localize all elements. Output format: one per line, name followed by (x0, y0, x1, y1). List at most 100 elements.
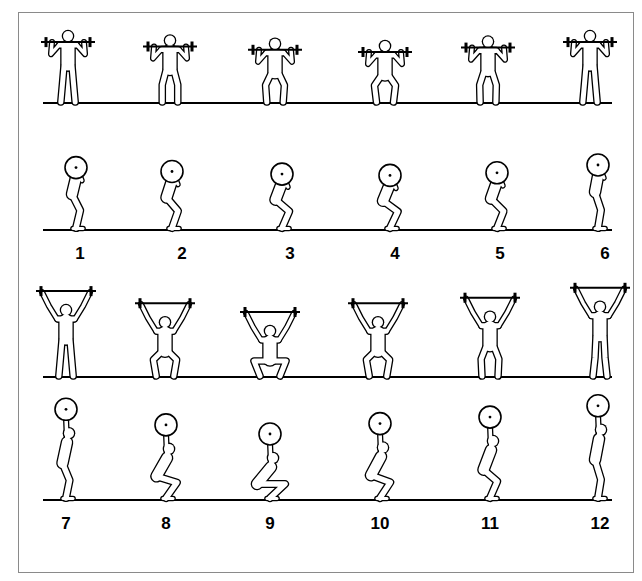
barbell-end (171, 170, 174, 173)
head (380, 41, 390, 51)
body-fill (254, 361, 266, 376)
figure-group (36, 30, 630, 499)
body-fill (466, 299, 481, 326)
barbell (460, 297, 520, 299)
body-outline (484, 450, 492, 470)
head (485, 312, 495, 322)
body-outline (594, 66, 597, 102)
body-outline (354, 304, 369, 331)
lifter-figure (55, 398, 77, 498)
body-outline (153, 47, 161, 59)
body-fill (484, 328, 497, 345)
head-outline (594, 301, 607, 314)
body-fill (153, 47, 161, 59)
lifter-figure (41, 30, 95, 102)
barbell-plate (509, 43, 512, 53)
body-outline (494, 347, 499, 376)
body-outline (466, 299, 481, 326)
body-fill (471, 48, 479, 60)
step-number: 9 (265, 515, 274, 532)
barbell-end (489, 416, 492, 419)
body-fill (164, 52, 177, 69)
barbell-plate (45, 37, 48, 47)
body-outline (599, 42, 607, 54)
body-fill (284, 50, 292, 62)
body-fill (141, 304, 156, 331)
body-outline (157, 333, 173, 350)
body-outline (377, 57, 393, 74)
barbell-end (281, 173, 284, 176)
body-fill (279, 313, 294, 340)
body-outline (368, 52, 376, 64)
barbell (143, 46, 197, 48)
body-outline (583, 66, 586, 102)
barbell-end (75, 166, 78, 169)
step-number: 3 (285, 245, 294, 262)
barbell-plate (147, 42, 150, 52)
barbell-plate (402, 298, 405, 308)
body-outline (70, 340, 73, 376)
barbell-end (65, 408, 68, 411)
body-outline (481, 347, 486, 376)
body-fill (153, 352, 161, 376)
body-outline (174, 304, 189, 331)
barbell-end (379, 422, 382, 425)
body-fill (266, 74, 271, 102)
step-number: 6 (600, 245, 609, 262)
body-outline (389, 76, 396, 102)
body-fill (604, 337, 607, 376)
body-fill (366, 352, 374, 376)
body-fill (258, 50, 266, 62)
barbell-plate (294, 307, 297, 317)
body-outline (279, 313, 294, 340)
body-fill (42, 292, 57, 319)
barbell-plate (574, 283, 577, 293)
barbell-plate (479, 406, 501, 428)
body-outline (604, 337, 607, 376)
body-fill (484, 450, 492, 470)
body-outline (387, 304, 402, 331)
barbell-plate (406, 47, 409, 57)
body-fill (75, 292, 90, 319)
barbell-plate (89, 37, 92, 47)
body-fill (609, 289, 624, 316)
head (585, 31, 595, 41)
body-outline (497, 48, 505, 60)
barbell (570, 287, 630, 289)
head-outline (484, 310, 497, 323)
barbell-end (269, 433, 272, 436)
head (265, 326, 275, 336)
body-outline (593, 337, 596, 376)
head (164, 444, 174, 454)
lifter-figure (240, 307, 300, 376)
body-fill (382, 352, 390, 376)
head (270, 39, 280, 49)
barbell (36, 290, 96, 292)
body-fill (497, 48, 505, 60)
body-fill (264, 342, 277, 359)
body-outline (480, 72, 484, 102)
body-outline (394, 52, 402, 64)
lifter-figure (570, 283, 630, 376)
body-fill (174, 304, 189, 331)
head-outline (487, 435, 500, 448)
barbell-plate (624, 283, 627, 293)
barbell-plate (465, 43, 468, 53)
barbell (358, 51, 412, 53)
body-outline (162, 71, 166, 103)
lifter-figure (461, 35, 515, 102)
barbell-end (389, 174, 392, 177)
step-number: 1 (75, 245, 84, 262)
lifter-figure (358, 40, 412, 102)
body-fill (257, 467, 271, 484)
head-outline (269, 38, 282, 51)
body-outline (499, 299, 514, 326)
barbell-end (597, 164, 600, 167)
body-fill (157, 458, 168, 476)
body-outline (375, 76, 382, 102)
body-fill (394, 52, 402, 64)
body-fill (51, 42, 59, 54)
body-outline (258, 50, 266, 62)
body-outline (63, 463, 70, 498)
